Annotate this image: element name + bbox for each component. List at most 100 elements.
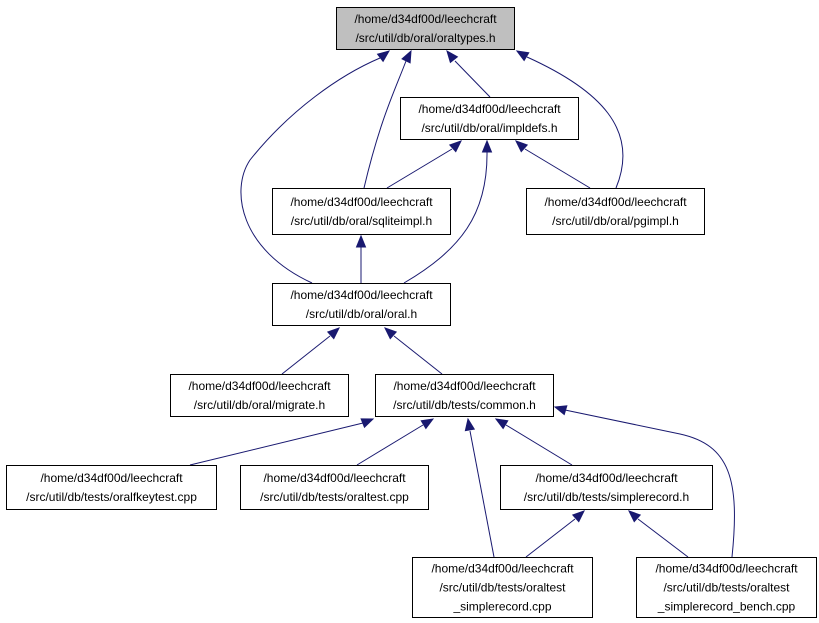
node-label-line: /home/d34df00d/leechcraft	[655, 562, 798, 576]
edge-oraltest_simplerecord-to-simplerecord	[525, 510, 585, 558]
edge-line	[469, 430, 495, 558]
node-label-line: /src/util/db/tests/oraltest	[663, 581, 790, 595]
edge-simplerecord-to-common	[494, 418, 573, 466]
node-box	[412, 557, 593, 618]
node-common[interactable]: /home/d34df00d/leechcraft/src/util/db/te…	[375, 374, 554, 417]
node-box	[336, 7, 515, 50]
edge-line	[454, 60, 491, 98]
node-label-line: /home/d34df00d/leechcraft	[418, 102, 561, 116]
node-label-line: _simplerecord_bench.cpp	[657, 600, 796, 614]
node-box	[6, 465, 217, 510]
edge-line	[356, 424, 424, 466]
node-migrate[interactable]: /home/d34df00d/leechcraft/src/util/db/or…	[170, 374, 349, 417]
node-box	[170, 374, 349, 417]
edge-line	[240, 57, 381, 284]
arrowhead	[326, 327, 340, 340]
edge-line	[363, 60, 407, 189]
arrowhead	[376, 50, 391, 63]
node-label-line: _simplerecord.cpp	[452, 600, 551, 614]
edge-line	[505, 424, 573, 466]
arrowhead	[515, 140, 529, 153]
arrowhead	[355, 234, 367, 248]
node-box	[272, 283, 451, 326]
node-oraltest-simplerecord-bench[interactable]: /home/d34df00d/leechcraft/src/util/db/te…	[636, 557, 817, 618]
node-label-line: /home/d34df00d/leechcraft	[263, 471, 406, 485]
node-box	[526, 188, 705, 235]
node-label-line: /home/d34df00d/leechcraft	[544, 195, 687, 209]
edge-pgimpl-to-oraltypes	[515, 50, 624, 189]
arrowhead	[446, 49, 459, 64]
node-box	[375, 374, 554, 417]
edge-oraltest_simplerecord_bench-to-simplerecord	[628, 510, 689, 558]
edge-sqliteimpl-to-impldefs	[386, 140, 462, 189]
arrowhead	[481, 139, 493, 153]
node-label-line: /home/d34df00d/leechcraft	[393, 379, 536, 393]
node-label-line: /src/util/db/tests/simplerecord.h	[524, 490, 689, 504]
arrowhead	[464, 417, 476, 432]
node-label-line: /src/util/db/oral/sqliteimpl.h	[291, 214, 432, 228]
node-label-line: /src/util/db/oral/oraltypes.h	[355, 31, 495, 45]
edge-migrate-to-oral	[281, 327, 340, 375]
node-label-line: /home/d34df00d/leechcraft	[290, 195, 433, 209]
edge-line	[189, 422, 364, 466]
node-sqliteimpl[interactable]: /home/d34df00d/leechcraft/src/util/db/or…	[272, 188, 451, 235]
edge-line	[403, 150, 488, 284]
node-impldefs[interactable]: /home/d34df00d/leechcraft/src/util/db/or…	[400, 97, 579, 140]
edge-sqliteimpl-to-oraltypes	[363, 49, 412, 189]
node-box	[272, 188, 451, 235]
edge-oraltest_simplerecord_bench-to-common	[553, 405, 735, 558]
edge-line	[526, 56, 624, 189]
node-box	[636, 557, 817, 618]
edge-line	[637, 518, 689, 558]
edge-oral-to-sqliteimpl	[355, 234, 367, 283]
node-oraltypes[interactable]: /home/d34df00d/leechcraft/src/util/db/or…	[336, 7, 515, 50]
node-box	[500, 465, 713, 510]
arrowhead	[384, 327, 398, 340]
node-label-line: /home/d34df00d/leechcraft	[431, 562, 574, 576]
node-label-line: /home/d34df00d/leechcraft	[290, 288, 433, 302]
node-label-line: /src/util/db/oral/pgimpl.h	[552, 214, 679, 228]
arrowhead	[571, 510, 585, 523]
node-label-line: /src/util/db/tests/oraltest.cpp	[260, 490, 409, 504]
arrowhead	[401, 49, 412, 64]
edge-oral-to-impldefs	[403, 139, 493, 284]
edges	[189, 49, 735, 558]
edge-common-to-oral	[384, 327, 443, 375]
arrowhead	[515, 50, 530, 62]
node-label-line: /src/util/db/oral/oral.h	[306, 307, 417, 321]
edge-line	[386, 148, 453, 189]
node-oraltest-simplerecord[interactable]: /home/d34df00d/leechcraft/src/util/db/te…	[412, 557, 593, 618]
edge-line	[524, 148, 591, 189]
edge-oraltest-to-common	[356, 418, 435, 466]
edge-line	[525, 518, 576, 558]
node-label-line: /src/util/db/oral/migrate.h	[194, 398, 325, 412]
edge-line	[393, 335, 443, 375]
node-label-line: /src/util/db/tests/oralfkeytest.cpp	[26, 490, 197, 504]
edge-oral-to-oraltypes	[240, 50, 391, 284]
node-label-line: /src/util/db/oral/impldefs.h	[421, 121, 557, 135]
edge-line	[564, 409, 735, 558]
node-label-line: /home/d34df00d/leechcraft	[40, 471, 183, 485]
edge-oralfkeytest-to-common	[189, 418, 375, 466]
node-pgimpl[interactable]: /home/d34df00d/leechcraft/src/util/db/or…	[526, 188, 705, 235]
arrowhead	[448, 140, 462, 153]
arrowhead	[494, 418, 509, 430]
arrowhead	[628, 510, 642, 523]
nodes: /home/d34df00d/leechcraft/src/util/db/or…	[6, 7, 817, 618]
edge-oraltest_simplerecord-to-common	[464, 417, 495, 558]
node-label-line: /home/d34df00d/leechcraft	[354, 12, 497, 26]
node-box	[240, 465, 429, 510]
edge-impldefs-to-oraltypes	[446, 49, 491, 98]
arrowhead	[420, 418, 435, 430]
node-simplerecord[interactable]: /home/d34df00d/leechcraft/src/util/db/te…	[500, 465, 713, 510]
node-oral[interactable]: /home/d34df00d/leechcraft/src/util/db/or…	[272, 283, 451, 326]
node-label-line: /src/util/db/tests/oraltest	[439, 581, 566, 595]
arrowhead	[553, 405, 568, 416]
node-oraltest[interactable]: /home/d34df00d/leechcraft/src/util/db/te…	[240, 465, 429, 510]
edge-pgimpl-to-impldefs	[515, 140, 591, 189]
node-oralfkeytest[interactable]: /home/d34df00d/leechcraft/src/util/db/te…	[6, 465, 217, 510]
edge-line	[281, 335, 331, 375]
node-label-line: /src/util/db/tests/common.h	[393, 398, 536, 412]
arrowhead	[360, 418, 375, 429]
